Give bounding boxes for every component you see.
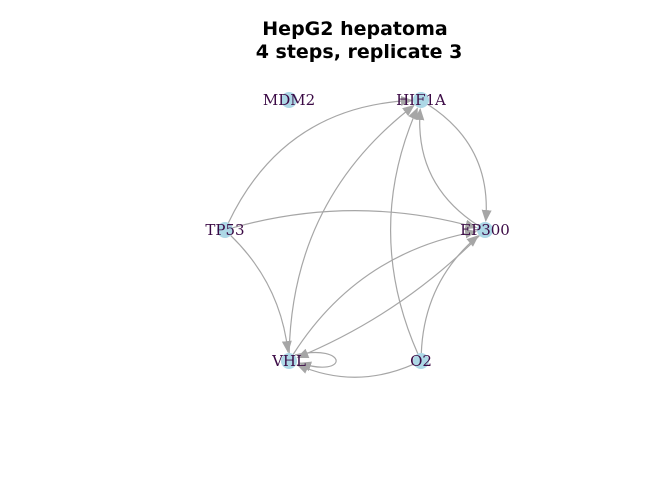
edge-tp53-to-hif1a <box>227 95 414 224</box>
node-label-vhl: VHL <box>271 352 306 370</box>
edge-hif1a-to-ep300 <box>427 103 492 223</box>
node-hif1a <box>413 92 429 108</box>
node-label-ep300: EP300 <box>460 221 510 239</box>
title-line-2: 4 steps, replicate 3 <box>256 41 463 63</box>
node-ep300 <box>477 222 493 238</box>
node-label-mdm2: MDM2 <box>263 91 315 109</box>
edge-vhl-to-ep300 <box>292 228 478 355</box>
node-o2 <box>413 353 429 369</box>
edge-o2-to-vhl <box>296 363 414 378</box>
edge-tp53-to-vhl <box>230 235 292 354</box>
node-label-hif1a: HIF1A <box>396 91 446 109</box>
edge-vhl-to-hif1a <box>288 104 415 354</box>
title-line-1: HepG2 hepatoma <box>262 18 447 40</box>
edge-layer <box>227 95 492 378</box>
node-label-o2: O2 <box>410 352 432 370</box>
node-label-tp53: TP53 <box>205 221 244 239</box>
node-mdm2 <box>281 92 297 108</box>
edge-tp53-to-ep300 <box>232 210 478 230</box>
node-tp53 <box>217 222 233 238</box>
node-vhl <box>281 353 297 369</box>
edge-vhl-to-vhl <box>294 351 337 372</box>
node-layer <box>217 92 493 369</box>
edge-o2-to-hif1a <box>390 107 419 354</box>
edge-ep300-to-vhl <box>296 235 480 359</box>
edge-o2-to-ep300 <box>420 235 479 354</box>
edge-ep300-to-hif1a <box>414 107 479 227</box>
